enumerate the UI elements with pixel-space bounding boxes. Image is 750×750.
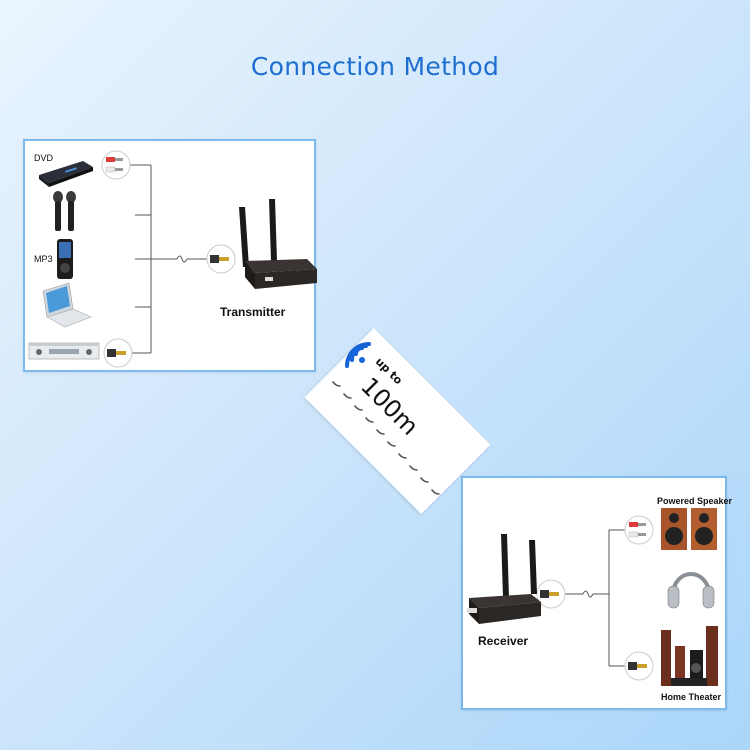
mp3-player-icon — [57, 239, 73, 279]
aux-connector-icon — [536, 579, 566, 609]
laptop-icon — [42, 282, 92, 328]
microphone-icon — [53, 191, 76, 231]
powered-speaker-label: Powered Speaker — [657, 496, 733, 506]
aux-connector-icon — [624, 651, 654, 681]
transmitter-label: Transmitter — [220, 305, 286, 319]
headphones-icon — [667, 572, 715, 609]
receiver-wiring — [563, 529, 627, 667]
dvd-label: DVD — [34, 153, 54, 163]
receiver-label: Receiver — [478, 634, 529, 648]
home-theater-icon — [661, 626, 718, 686]
aux-connector-icon — [103, 338, 133, 368]
signal-dots — [332, 381, 440, 495]
transmitter-panel: DVD MP3 Transmitter — [23, 139, 317, 372]
rca-connector-icon — [624, 515, 654, 545]
transmitter-diagram — [28, 150, 317, 368]
aux-connector-icon — [206, 244, 236, 274]
home-theater-label: Home Theater — [661, 692, 722, 702]
transmitter-device-icon — [239, 199, 317, 289]
amplifier-icon — [28, 342, 100, 360]
receiver-device-icon — [467, 534, 541, 624]
page-title: Connection Method — [250, 52, 500, 81]
receiver-diagram — [467, 508, 718, 686]
rca-connector-icon — [101, 150, 131, 180]
dvd-player-icon — [39, 161, 93, 187]
signal-wave-icon — [345, 342, 371, 368]
mp3-label: MP3 — [34, 254, 53, 264]
powered-speaker-icon — [661, 508, 717, 550]
transmitter-wiring — [128, 164, 207, 354]
receiver-panel: Receiver Powered Speaker Home Theater — [461, 476, 732, 710]
